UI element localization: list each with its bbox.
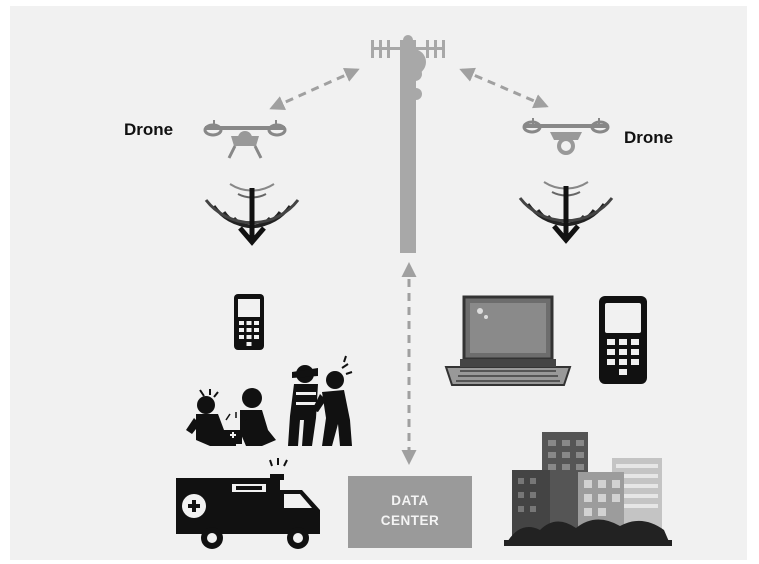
data-center-label-line2: CENTER [381,513,440,528]
ambulance-icon [176,458,320,549]
mobile-phone-icon [234,294,264,350]
drone-label-right: Drone [624,128,674,147]
signal-waves-icon [518,181,614,244]
cell-tower-icon [371,35,445,253]
drone-label-left: Drone [124,120,174,139]
wireless-links [269,67,549,465]
mobile-phone-icon [599,296,647,384]
city-buildings-icon [504,432,672,546]
signal-waves-icon [204,183,300,246]
injured-people-icon [186,355,353,446]
drone-icon [203,120,287,159]
link-tower-right-drone [459,67,549,109]
drone-icon [522,118,610,155]
link-tower-left-drone [269,68,360,110]
data-center-icon: DATA CENTER [348,476,472,548]
laptop-icon [444,295,572,386]
data-center-label-line1: DATA [391,493,429,508]
